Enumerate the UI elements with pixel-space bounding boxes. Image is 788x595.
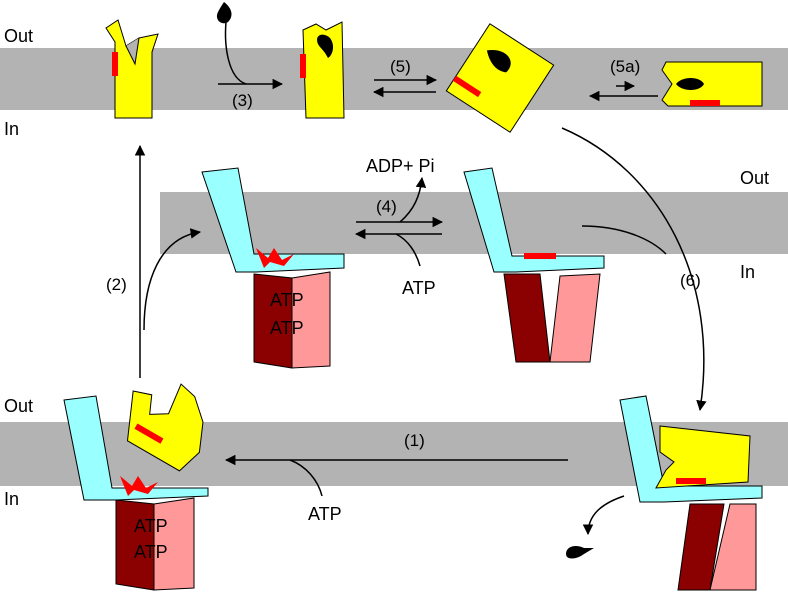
label-in-middle: In [740, 262, 755, 282]
arrow-curve-to-mid [143, 228, 202, 331]
label-atp-mid: ATP [402, 278, 436, 298]
binding-site-red [690, 100, 720, 106]
label-adp-pi: ADP+ Pi [366, 156, 435, 176]
arrow-substrate-release [582, 495, 625, 536]
binding-site-red [112, 52, 118, 76]
binding-protein-closed-with-substrate [300, 21, 345, 119]
binding-site-red [134, 423, 164, 444]
label-step-1: (1) [404, 431, 425, 450]
substrate-entry-curve [224, 21, 247, 85]
label-out-middle: Out [740, 168, 769, 188]
substrate-released-icon [566, 546, 594, 559]
arrow-adp-release [399, 176, 427, 223]
transporter-post-hydrolysis [463, 167, 605, 363]
label-step-5a: (5a) [610, 57, 640, 76]
transporter-sbp-docked-empty [619, 395, 763, 591]
binding-protein-open [105, 19, 159, 119]
label-out-bottom: Out [4, 396, 33, 416]
binding-site-red [524, 253, 556, 259]
atp-label-mid-1: ATP [270, 290, 304, 310]
arrow-atp-in-mid [395, 233, 421, 267]
label-in-top: In [4, 119, 19, 139]
atp-label-mid-2: ATP [270, 318, 304, 338]
label-in-bottom: In [4, 489, 19, 509]
arrow-step-6 [561, 127, 707, 412]
arrow-atp-in-bottom [289, 459, 323, 497]
binding-protein-horizontal [661, 61, 763, 107]
binding-site-zigzag [120, 476, 158, 496]
label-step-4: (4) [376, 197, 397, 216]
substrate-drop-icon [216, 2, 232, 24]
label-step-6: (6) [680, 271, 701, 290]
label-atp-bottom: ATP [308, 504, 342, 524]
transporter-atp-bound: ATP ATP [201, 167, 345, 369]
binding-site-red [452, 75, 482, 98]
binding-protein-tilted [445, 23, 555, 133]
transporter-sbp-docked-atp: ATP ATP [63, 383, 209, 591]
label-step-3: (3) [232, 91, 253, 110]
label-step-2: (2) [106, 275, 127, 294]
binding-site-zigzag [256, 248, 294, 268]
atp-label-bot-2: ATP [134, 542, 168, 562]
label-out-top: Out [4, 26, 33, 46]
binding-site-red [676, 478, 706, 484]
label-step-5: (5) [390, 57, 411, 76]
arrow-step-6-merge [581, 225, 667, 255]
atp-label-bot-1: ATP [134, 516, 168, 536]
binding-site-red [300, 54, 306, 78]
